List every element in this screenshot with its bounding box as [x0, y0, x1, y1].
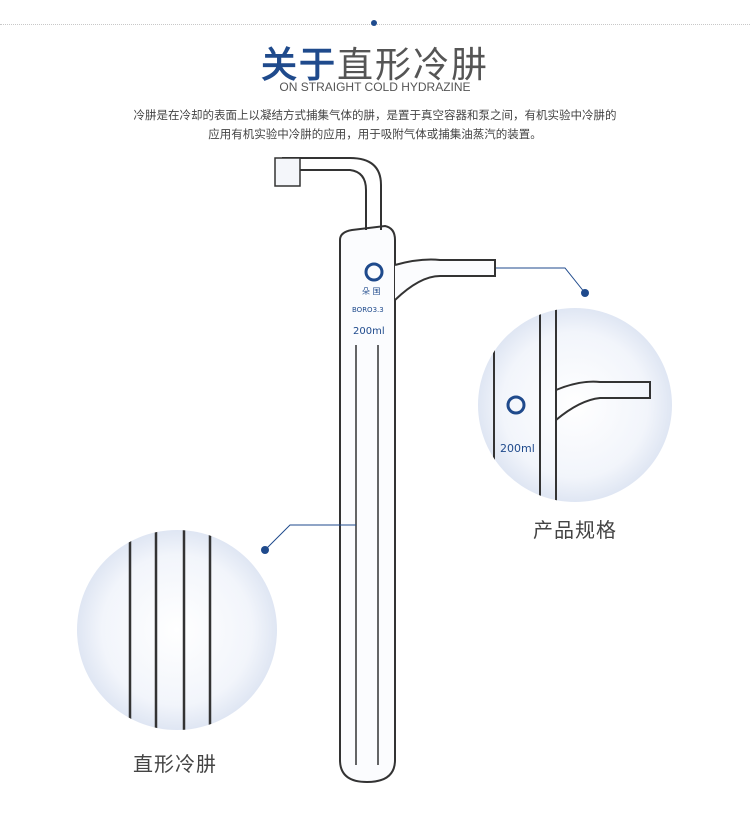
detail-circle-body [77, 530, 277, 730]
callout-body [264, 524, 356, 551]
description: 冷肼是在冷却的表面上以凝结方式捕集气体的肼，是置于真空容器和泵之间，有机实验中冷… [90, 106, 660, 144]
title-main: 直形冷肼 [337, 45, 490, 86]
page-subtitle: ON STRAIGHT COLD HYDRAZINE [279, 80, 471, 94]
callout-spec [496, 267, 586, 294]
top-divider-dot [371, 20, 377, 26]
detail-circle-spec: 200ml [478, 308, 672, 502]
material-mark: BORO3.3 [352, 306, 384, 314]
title-accent: 关于 [260, 45, 337, 86]
volume-mark: 200ml [353, 326, 385, 337]
glass-tube [274, 157, 496, 784]
page-title: 关于直形冷肼 [0, 36, 750, 88]
callout-body-dot [261, 546, 269, 554]
logo-text: 朵 国 [362, 287, 381, 296]
logo-icon [364, 262, 384, 282]
description-line-1: 冷肼是在冷却的表面上以凝结方式捕集气体的肼，是置于真空容器和泵之间，有机实验中冷… [133, 108, 617, 122]
callout-spec-dot [581, 289, 589, 297]
body-label: 直形冷肼 [133, 752, 217, 776]
detail-volume-mark: 200ml [500, 442, 535, 455]
description-line-2: 应用有机实验中冷肼的应用，用于吸附气体或捕集油蒸汽的装置。 [208, 127, 542, 141]
spec-label: 产品规格 [533, 518, 617, 542]
